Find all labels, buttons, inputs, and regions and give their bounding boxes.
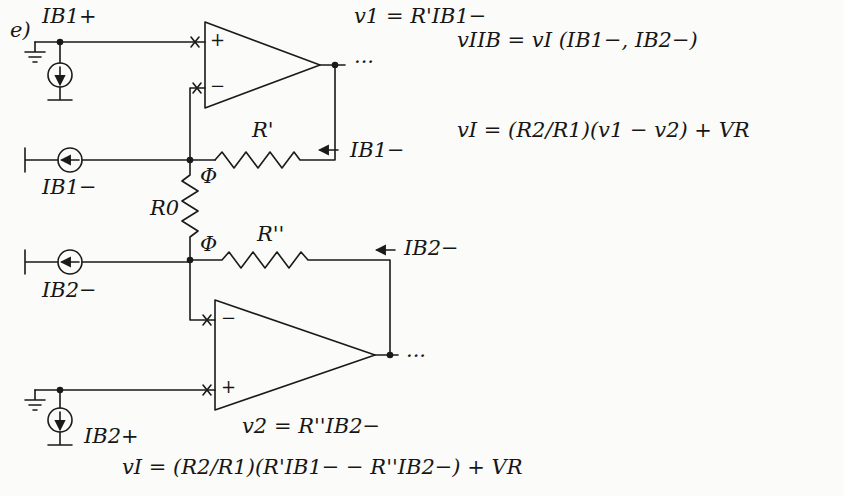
circuit-label: v2 = R''IB2− bbox=[240, 414, 382, 438]
circuit-label: vIIB = vI (IB1−, IB2−) bbox=[455, 28, 700, 52]
circuit-label: IB2+ bbox=[82, 424, 141, 448]
circuit-label: vI = (R2/R1)(R'IB1− − R''IB2−) + VR bbox=[120, 455, 524, 479]
source-arrow bbox=[62, 261, 79, 263]
pin-sign: + bbox=[219, 377, 238, 398]
source-arrow bbox=[62, 159, 79, 161]
source-arrow bbox=[59, 67, 61, 84]
wire bbox=[48, 390, 72, 445]
circuit-label: e) bbox=[8, 18, 33, 42]
wire bbox=[25, 250, 190, 274]
circuit-label: ... bbox=[404, 338, 428, 362]
circuit-label: Φ bbox=[198, 232, 219, 256]
circuit-label: IB1− bbox=[40, 175, 99, 199]
wire bbox=[25, 148, 215, 172]
current-arrow bbox=[377, 249, 395, 251]
circuit-label: Φ bbox=[198, 164, 219, 188]
current-source bbox=[58, 250, 82, 274]
circuit-label: IB1+ bbox=[40, 4, 99, 28]
cross-mark bbox=[193, 83, 201, 93]
cross-mark bbox=[203, 315, 211, 325]
circuit-label: IB2− bbox=[40, 278, 99, 302]
circuit-label: v1 = R'IB1− bbox=[352, 4, 488, 28]
current-source bbox=[48, 63, 72, 87]
circuit-label: IB2− bbox=[402, 236, 461, 260]
opamp-symbol bbox=[205, 22, 320, 108]
ground-symbol bbox=[25, 42, 45, 62]
circuit-label: vI = (R2/R1)(v1 − v2) + VR bbox=[455, 118, 752, 142]
circuit-label: ... bbox=[352, 44, 376, 68]
wire bbox=[190, 88, 205, 160]
current-arrow bbox=[320, 149, 338, 151]
pin-sign: + bbox=[208, 30, 227, 51]
pin-sign: − bbox=[219, 308, 238, 329]
circuit-label: R' bbox=[250, 118, 276, 142]
cross-mark bbox=[203, 385, 211, 395]
junction-dot bbox=[388, 353, 393, 358]
circuit-label: R0 bbox=[148, 196, 181, 220]
source-arrow bbox=[59, 412, 61, 429]
ground-symbol bbox=[25, 390, 45, 410]
pin-sign: − bbox=[208, 76, 227, 97]
opamp-symbol bbox=[215, 300, 375, 410]
circuit-label: R'' bbox=[255, 222, 286, 246]
wire bbox=[375, 354, 398, 356]
current-source bbox=[58, 148, 82, 172]
circuit-label: IB1− bbox=[348, 138, 407, 162]
resistor-symbol bbox=[190, 252, 390, 355]
wire bbox=[48, 42, 72, 100]
current-source bbox=[48, 408, 72, 432]
resistor-symbol bbox=[215, 65, 335, 168]
cross-mark bbox=[191, 37, 199, 47]
